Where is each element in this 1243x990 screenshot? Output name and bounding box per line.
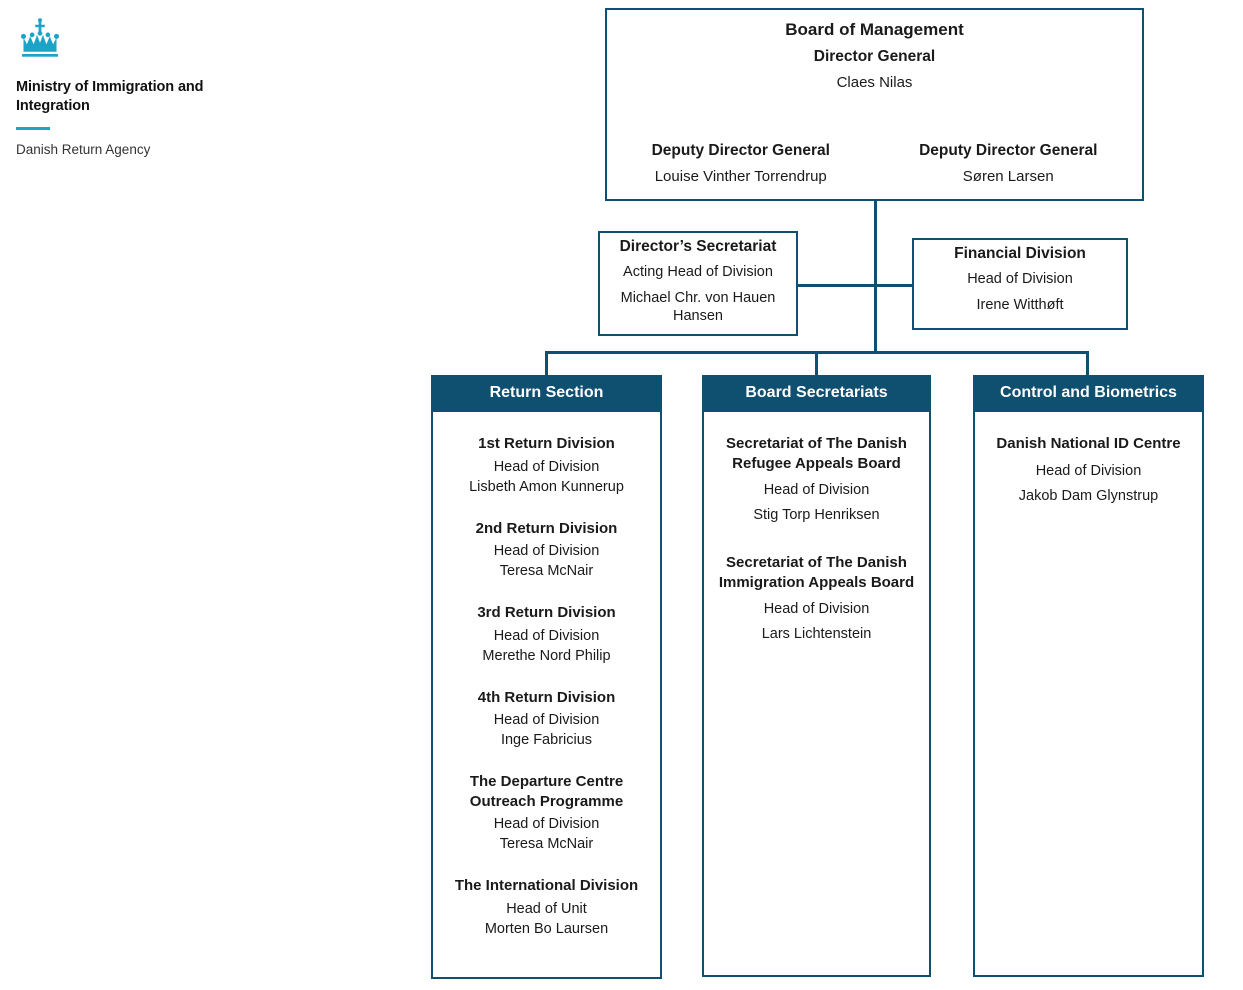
unit-person: Jakob Dam Glynstrup [1018, 487, 1159, 504]
column-board-secretariats: Board Secretariats Secretariat of The Da… [702, 375, 931, 977]
unit-role: Head of Unit [506, 900, 587, 917]
logo-divider-rule [16, 127, 50, 131]
financial-division-box: Financial Division Head of Division Iren… [912, 238, 1128, 330]
column-body-control-and-biometrics: Danish National ID Centre Head of Divisi… [973, 412, 1204, 977]
director-general-role: Director General [813, 48, 936, 65]
unit-role: Head of Division [493, 458, 600, 475]
column-return-section: Return Section 1st Return Division Head … [431, 375, 662, 979]
unit-person: Lars Lichtenstein [761, 626, 872, 642]
unit-name: 1st Return Division [478, 435, 615, 452]
unit-role: Head of Division [493, 627, 600, 644]
unit-person: Lisbeth Amon Kunnerup [469, 478, 624, 495]
deputy-person-right: Søren Larsen [962, 168, 1054, 185]
deputy-director-row: Deputy Director General Louise Vinther T… [607, 142, 1142, 185]
unit-name: Secretariat of The Danish Refugee Appeal… [726, 435, 907, 472]
agency-logo-block: Ministry of Immigration and Integration … [16, 18, 246, 159]
column-control-and-biometrics: Control and Biometrics Danish National I… [973, 375, 1204, 977]
unit-person: Teresa McNair [499, 836, 594, 852]
unit-name: Danish National ID Centre [996, 435, 1181, 452]
unit-name: The International Division [454, 877, 639, 894]
directors-secretariat-title: Director’s Secretariat [619, 238, 777, 255]
connector-drop-return-section [545, 351, 548, 377]
ministry-name: Ministry of Immigration and Integration [16, 79, 204, 115]
connector-mid-horizontal [796, 284, 914, 287]
connector-trunk-vertical [874, 201, 877, 354]
directors-secretariat-role: Acting Head of Division [623, 264, 773, 280]
column-header-board-secretariats: Board Secretariats [702, 375, 931, 412]
unit-person: Inge Fabricius [500, 732, 593, 748]
unit-role: Head of Division [493, 543, 600, 559]
financial-division-person: Irene Witthøft [976, 296, 1064, 313]
unit-name: 4th Return Division [477, 688, 616, 706]
connector-drop-board-secretariats [815, 351, 818, 377]
column-body-board-secretariats: Secretariat of The Danish Refugee Appeal… [702, 412, 931, 977]
unit-item: 2nd Return Division Head of Division Ter… [441, 519, 652, 580]
unit-item: Secretariat of The Danish Refugee Appeal… [712, 434, 921, 523]
unit-role: Head of Division [493, 712, 600, 728]
deputy-role-right: Deputy Director General [919, 142, 1098, 159]
directors-secretariat-box: Director’s Secretariat Acting Head of Di… [598, 231, 798, 336]
danish-royal-crown-icon [16, 18, 246, 66]
column-header-return-section: Return Section [431, 375, 662, 412]
board-of-management-box: Board of Management Director General Cla… [605, 8, 1144, 201]
deputy-person-left: Louise Vinther Torrendrup [654, 168, 827, 185]
unit-item: 3rd Return Division Head of Division Mer… [441, 603, 652, 664]
unit-person: Teresa McNair [499, 563, 594, 579]
unit-role: Head of Division [493, 816, 600, 832]
unit-item: 4th Return Division Head of Division Ing… [441, 688, 652, 749]
unit-item: The International Division Head of Unit … [441, 876, 652, 937]
director-general-person: Claes Nilas [836, 74, 913, 91]
unit-name: Secretariat of The Danish Immigration Ap… [718, 554, 915, 591]
deputy-role-left: Deputy Director General [651, 142, 830, 159]
unit-item: Danish National ID Centre Head of Divisi… [983, 434, 1194, 504]
agency-name: Danish Return Agency [16, 142, 151, 158]
unit-item: Secretariat of The Danish Immigration Ap… [712, 553, 921, 642]
unit-person: Morten Bo Laursen [484, 920, 609, 937]
unit-role: Head of Division [763, 601, 870, 617]
unit-name: The Departure Centre Outreach Programme [469, 773, 624, 810]
unit-name: 2nd Return Division [475, 519, 618, 537]
deputy-director-right: Deputy Director General Søren Larsen [875, 142, 1143, 185]
unit-name: 3rd Return Division [477, 604, 616, 621]
directors-secretariat-person: Michael Chr. von Hauen Hansen [620, 289, 776, 325]
financial-division-title: Financial Division [954, 245, 1086, 262]
connector-drop-control-biometrics [1086, 351, 1089, 377]
unit-role: Head of Division [763, 482, 870, 498]
unit-person: Merethe Nord Philip [482, 647, 611, 664]
column-header-control-and-biometrics: Control and Biometrics [973, 375, 1204, 412]
board-title: Board of Management [785, 20, 964, 39]
unit-person: Stig Torp Henriksen [753, 507, 880, 523]
unit-item: 1st Return Division Head of Division Lis… [441, 434, 652, 495]
unit-role: Head of Division [1035, 462, 1142, 479]
financial-division-role: Head of Division [967, 271, 1073, 287]
column-body-return-section: 1st Return Division Head of Division Lis… [431, 412, 662, 979]
deputy-director-left: Deputy Director General Louise Vinther T… [607, 142, 875, 185]
unit-item: The Departure Centre Outreach Programme … [441, 772, 652, 852]
